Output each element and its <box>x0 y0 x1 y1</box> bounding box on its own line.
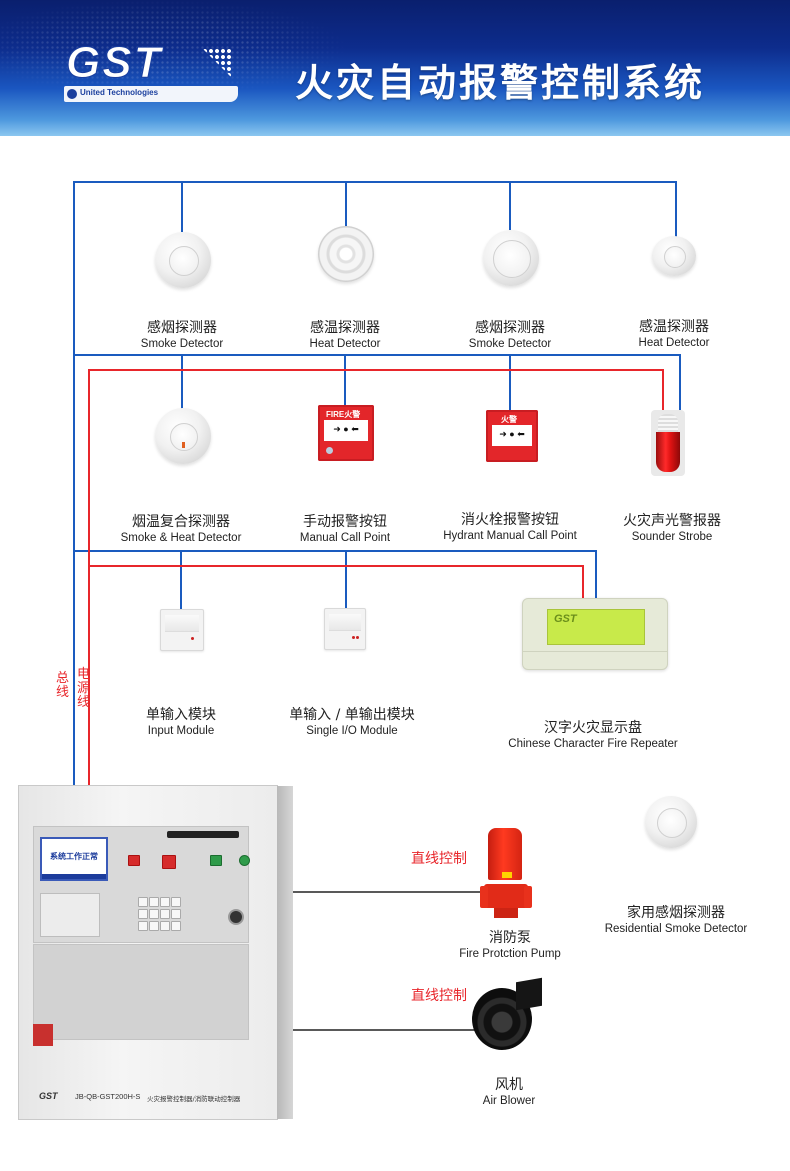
fire-alarm-controller: 系统工作正常 GST JB-QB-GST200H-S 火灾报警控制器/消防联动控… <box>18 785 293 1120</box>
logo-subtitle: United Technologies <box>80 88 159 97</box>
controller-description: 火灾报警控制器/消防联动控制器 <box>147 1095 241 1103</box>
alarm-button <box>128 855 140 866</box>
power-line-label: 电源线 <box>77 667 91 710</box>
power-wires <box>88 369 664 790</box>
fire-repeater-icon: GST <box>522 598 668 670</box>
gst-logo: GST United Technologies <box>62 38 240 104</box>
smoke-detector-icon <box>155 232 211 288</box>
hydrant-call-point-icon: 火警 ➜ ● ⬅ <box>486 410 538 462</box>
controller-brand: GST <box>39 1091 58 1101</box>
indicator-strip <box>167 831 239 838</box>
bus-row3 <box>74 550 597 598</box>
keypad <box>138 897 188 933</box>
bus-label: 总线 <box>56 671 70 700</box>
bus-row2 <box>74 354 681 410</box>
air-blower-icon <box>472 977 548 1056</box>
world-map-pattern <box>0 0 790 136</box>
logo-text: GST <box>65 38 163 88</box>
heat-detector-icon <box>652 236 696 276</box>
manual-control-panel <box>33 944 249 1040</box>
pump-direct-control-label: 直线控制 <box>411 851 467 867</box>
control-panel: 系统工作正常 <box>33 826 250 943</box>
controller-screen: 系统工作正常 <box>40 837 108 881</box>
smoke-detector-icon <box>483 230 539 286</box>
bus-wires <box>73 181 681 790</box>
controller-model: JB-QB-GST200H-S <box>75 1092 141 1101</box>
heat-detector-icon <box>318 226 374 282</box>
header-banner: GST United Technologies 火灾自动报警控制系统 <box>0 0 790 136</box>
direct-control-wires <box>276 891 488 1031</box>
reset-button <box>162 855 176 869</box>
printer-slot <box>40 893 100 937</box>
sounder-strobe-icon <box>651 410 685 476</box>
start-button <box>239 855 250 866</box>
power-trunk <box>88 369 664 790</box>
utc-icon <box>67 89 77 99</box>
bus-trunk <box>73 181 677 790</box>
manual-call-point-icon: FIRE火警 ➜ ● ⬅ <box>318 405 374 461</box>
logo-subtitle-bar: United Technologies <box>64 86 238 102</box>
residential-smoke-detector-icon <box>645 796 697 848</box>
page-title: 火灾自动报警控制系统 <box>295 61 706 105</box>
fire-pump-icon <box>480 828 546 920</box>
io-module-icon <box>324 608 366 650</box>
certification-badge <box>33 1024 53 1046</box>
blower-direct-control-label: 直线控制 <box>411 988 467 1004</box>
input-module-icon <box>160 609 204 651</box>
confirm-button <box>210 855 222 866</box>
smoke-heat-detector-icon <box>155 408 211 464</box>
power-row3 <box>89 565 584 598</box>
key-lock <box>228 909 244 925</box>
cabinet-side <box>277 786 293 1119</box>
